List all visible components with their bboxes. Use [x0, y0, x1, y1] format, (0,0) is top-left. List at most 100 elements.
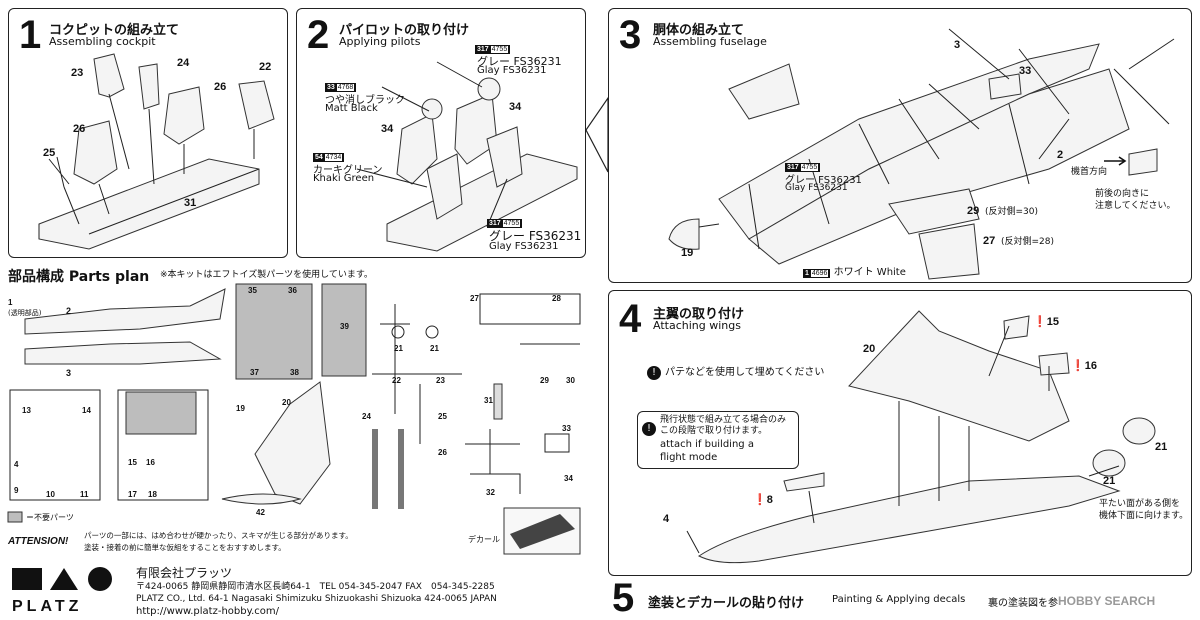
pp-part-27: 27	[470, 294, 479, 303]
pp-part-18: 18	[148, 490, 157, 499]
step2-title-en: Applying pilots	[339, 35, 421, 48]
flat-note-1: 平たい面がある側を	[1099, 499, 1181, 509]
step3-part-29-note: (反対側=30)	[985, 207, 1039, 217]
flight-en-1: attach if building a	[660, 439, 754, 450]
parts-plan-diagram	[7, 283, 581, 555]
step3-part-19: 19	[681, 247, 694, 259]
pp-part-30: 30	[566, 376, 575, 385]
pp-part-19: 19	[236, 404, 245, 413]
step2-paint-top-jp: グレー FS36231	[477, 55, 562, 68]
pp-part-31: 31	[484, 396, 493, 405]
address-en: PLATZ CO., Ltd. 64-1 Nagasaki Shimizuku …	[136, 594, 497, 604]
pp-part-21a: 21	[394, 344, 403, 353]
pp-part-15: 15	[128, 458, 137, 467]
step4-part-21a: 21	[1155, 441, 1168, 453]
pp-part-24: 24	[362, 412, 371, 421]
parts-plan-section: 部品構成 Parts plan ※本キットはエフトイズ製パーツを使用しています。…	[0, 264, 600, 555]
watermark: HOBBY SEARCH	[1058, 594, 1156, 608]
step5-title-en: Painting & Applying decals	[832, 594, 966, 605]
pp-part-35: 35	[248, 286, 257, 295]
pp-part-34: 34	[564, 474, 573, 483]
pp-part-25: 25	[438, 412, 447, 421]
wings-diagram	[686, 310, 1156, 564]
step2-paint-black-code: 33 4768	[325, 79, 357, 92]
step1-part-24: 24	[177, 57, 190, 69]
step3-title-jp: 胴体の組み立て	[653, 23, 745, 38]
step3-part-2: 2	[1057, 149, 1064, 161]
step4-part-21b: 21	[1103, 475, 1116, 487]
front-note-2: 注意してください。	[1095, 201, 1176, 211]
step2-part-34b: 34	[509, 101, 522, 113]
pp-part-16: 16	[146, 458, 155, 467]
pp-part-33: 33	[562, 424, 571, 433]
step1-part-31: 31	[184, 197, 197, 209]
step4-number: 4	[619, 297, 642, 341]
flight-jp-2: この段階で取り付けます。	[660, 426, 768, 436]
front-direction-label: 機首方向	[1071, 167, 1108, 177]
attension-logo: ATTENSION!	[8, 536, 69, 547]
pp-part-36: 36	[288, 286, 297, 295]
step3-paint-white: 1 4696 ホワイト White	[803, 263, 906, 278]
step2-paint-black-en: Matt Black	[325, 103, 378, 114]
pp-part-1: 1	[8, 298, 13, 307]
pp-part-28: 28	[552, 294, 561, 303]
parts-plan-note: ※本キットはエフトイズ製パーツを使用しています。	[160, 270, 373, 280]
step3-paint-grey-code: 317 4755	[785, 159, 821, 172]
cockpit-diagram	[38, 53, 275, 250]
step2-paint-bottom-code: 317 4755	[487, 215, 523, 228]
step2-paint-green-code: 54 4734	[313, 149, 345, 162]
pp-part-3: 3	[66, 368, 72, 378]
step3-part-27-note: (反対側=28)	[1001, 237, 1055, 247]
paint-code-badge: 317 4755	[487, 219, 523, 228]
step1-panel: 1 コクピットの組み立て Assembling cockpit 23 24 26…	[8, 8, 288, 258]
step1-part-25: 25	[43, 147, 56, 159]
pp-part-20: 20	[282, 398, 291, 407]
step4-part-16: ❗16	[1071, 360, 1097, 372]
step3-title-en: Assembling fuselage	[653, 35, 767, 48]
flat-note-2: 機体下面に向けます。	[1099, 511, 1189, 521]
paint-code-badge: 33 4768	[325, 83, 357, 92]
step3-part-3: 3	[954, 39, 961, 51]
pp-part-22: 22	[392, 376, 401, 385]
paint-code-badge: 54 4734	[313, 153, 345, 162]
step2-paint-green-jp: カーキグリーン	[313, 165, 383, 176]
step3-part-27: 27	[983, 235, 996, 247]
step1-part-26a: 26	[214, 81, 227, 93]
paint-code-badge: 1 4696	[803, 269, 831, 278]
pp-part-12: 11	[80, 490, 89, 499]
step3-paint-grey-jp: グレー FS36231	[785, 175, 862, 186]
address-jp: 〒424-0065 静岡県静岡市清水区長崎64-1 TEL 054-345-20…	[136, 582, 495, 592]
pp-part-14: 14	[82, 406, 91, 415]
step1-number: 1	[19, 13, 42, 57]
step5-title-jp: 塗装とデカールの貼り付け	[648, 596, 805, 611]
step2-number: 2	[307, 13, 330, 57]
step2-paint-bottom-jp: グレー FS36231	[489, 229, 582, 243]
step2-part-34a: 34	[381, 123, 394, 135]
step4-panel: 4 主翼の取り付け Attaching wings 20 ❗15 ❗16 !パテ…	[608, 290, 1192, 576]
company-jp: 有限会社プラッツ	[136, 566, 233, 580]
step4-part-8: ❗8	[753, 494, 773, 506]
pp-part-23: 23	[436, 376, 445, 385]
warning-icon: !	[647, 366, 661, 380]
step5-bar: 5 塗装とデカールの貼り付け Painting & Applying decal…	[608, 578, 1192, 618]
pp-part-37: 37	[250, 368, 259, 377]
step3-paint-grey-en: Glay FS36231	[785, 183, 848, 193]
step4-title-jp: 主翼の取り付け	[653, 307, 745, 322]
pp-part-26: 26	[438, 448, 447, 457]
flight-mode-note: ! 飛行状態で組み立てる場合のみ この段階で取り付けます。 attach if …	[637, 411, 799, 469]
website-link[interactable]: http://www.platz-hobby.com/	[136, 606, 280, 617]
pp-part-13: 13	[22, 406, 31, 415]
step3-number: 3	[619, 13, 642, 57]
warning-icon: !	[642, 422, 656, 436]
attension-text-2: 塗装・接着の前に簡単な仮組をすることをおすすめします。	[84, 543, 286, 552]
step2-paint-black-jp: つや消しブラック	[325, 95, 405, 106]
pp-part-4: 4	[14, 460, 19, 469]
step4-part-4: 4	[663, 513, 670, 525]
step1-title-jp: コクピットの組み立て	[49, 23, 180, 38]
pp-part-11: 10	[46, 490, 55, 499]
step2-paint-bottom-en: Glay FS36231	[489, 241, 559, 252]
step2-paint-top-code: 317 4755	[475, 41, 511, 54]
step3-part-29: 29	[967, 205, 980, 217]
pp-part-29: 29	[540, 376, 549, 385]
step2-title-jp: パイロットの取り付け	[339, 23, 470, 38]
